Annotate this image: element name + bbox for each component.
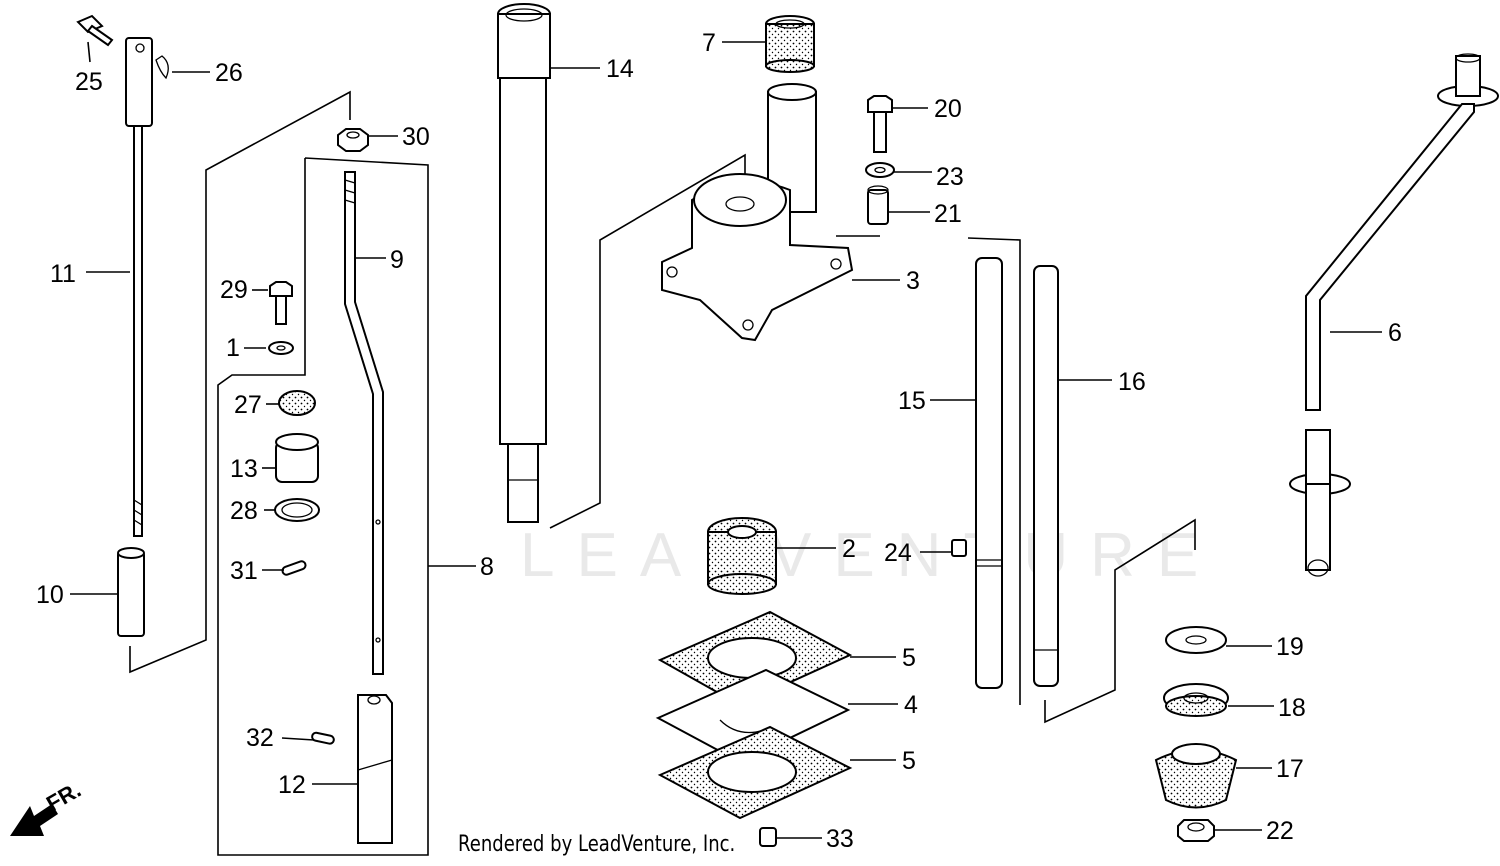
callout-14: 14 [606, 55, 634, 83]
gasket-plate-stack [655, 610, 853, 847]
callout-5a: 5 [902, 644, 916, 672]
callout-30: 30 [402, 123, 430, 151]
impeller-2 [707, 517, 777, 595]
callout-25: 25 [75, 68, 103, 96]
footer-credit: Rendered by LeadVenture, Inc. [458, 832, 736, 857]
callout-26: 26 [215, 59, 243, 87]
callout-16: 16 [1118, 368, 1146, 396]
callout-29: 29 [220, 276, 248, 304]
shift-rod-9-group [217, 128, 429, 856]
callout-20: 20 [934, 95, 962, 123]
callout-5b: 5 [902, 747, 916, 775]
callout-18: 18 [1278, 694, 1306, 722]
callout-15: 15 [898, 387, 926, 415]
callout-4: 4 [904, 691, 918, 719]
callout-8: 8 [480, 553, 494, 581]
bushing-7 [765, 15, 815, 73]
callout-10: 10 [36, 581, 64, 609]
callout-1: 1 [226, 334, 240, 362]
callout-33: 33 [826, 825, 854, 853]
callout-6: 6 [1388, 319, 1402, 347]
callout-7: 7 [702, 29, 716, 57]
front-direction-arrow: FR. [10, 777, 85, 836]
shift-rod-assembly [76, 14, 351, 674]
callout-19: 19 [1276, 633, 1304, 661]
callout-3: 3 [906, 267, 920, 295]
callout-labels: 25 26 30 11 9 29 1 27 13 28 31 10 8 32 1… [36, 29, 1402, 853]
propeller-shafts [951, 237, 1196, 724]
callout-28: 28 [230, 497, 258, 525]
pump-bolt-set [865, 95, 895, 225]
tube-6 [1289, 53, 1499, 577]
callout-13: 13 [230, 455, 258, 483]
pump-housing-3 [661, 83, 854, 342]
gear-set [1154, 626, 1238, 842]
callout-9: 9 [390, 246, 404, 274]
callout-21: 21 [934, 200, 962, 228]
callout-32: 32 [246, 724, 274, 752]
callout-24: 24 [884, 539, 912, 567]
callout-17: 17 [1276, 755, 1304, 783]
callout-22: 22 [1266, 817, 1294, 845]
callout-2: 2 [842, 535, 856, 563]
leader-lines [70, 41, 1382, 839]
callout-12: 12 [278, 771, 306, 799]
watermark: LEADVENTURE [520, 521, 1221, 590]
callout-27: 27 [234, 391, 262, 419]
driveshaft-housing-14 [497, 3, 746, 529]
callout-23: 23 [936, 163, 964, 191]
callout-31: 31 [230, 557, 258, 585]
callout-11: 11 [50, 260, 76, 288]
